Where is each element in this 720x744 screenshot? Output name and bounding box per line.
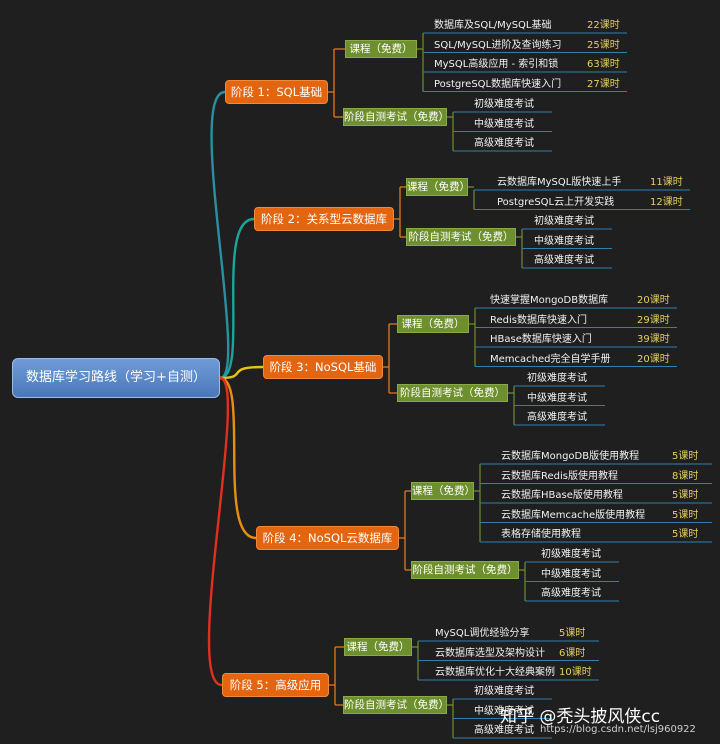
course-hours: 10课时 [559, 667, 592, 678]
root-node: 数据库学习路线（学习+自测） [12, 358, 220, 398]
course-hours: 63课时 [587, 59, 620, 70]
stage-node: 阶段 5：高级应用 [222, 673, 329, 697]
course-hours: 5课时 [672, 490, 699, 501]
course-bracket [474, 464, 481, 542]
course-category: 课程（免费） [345, 40, 417, 58]
test-name: 初级难度考试 [474, 686, 534, 697]
course-name: MySQL调优经验分享 [435, 628, 530, 639]
test-name: 中级难度考试 [534, 235, 594, 247]
test-name: 中级难度考试 [541, 568, 601, 580]
test-name: 初级难度考试 [534, 216, 594, 227]
stage-node: 阶段 3：NoSQL基础 [263, 355, 383, 379]
course-bracket [412, 641, 419, 680]
test-bracket [516, 229, 523, 268]
root-to-stage-connector [207, 376, 230, 687]
test-category: 阶段自测考试（免费） [406, 228, 516, 246]
course-category: 课程（免费） [397, 315, 469, 333]
course-hours: 22课时 [587, 20, 620, 31]
stage-node: 阶段 4：NoSQL云数据库 [256, 526, 399, 550]
test-bracket [508, 386, 515, 425]
course-hours: 8课时 [672, 470, 699, 482]
course-category: 课程（免费） [344, 638, 412, 656]
course-name: 云数据库选型及架构设计 [435, 647, 545, 659]
course-hours: 20课时 [637, 353, 670, 365]
course-hours: 5课时 [672, 529, 699, 540]
test-name: 高级难度考试 [474, 725, 534, 736]
stage-bracket [328, 48, 345, 118]
root-to-stage-connector [219, 217, 255, 380]
course-bracket [468, 186, 475, 210]
stage-bracket [383, 323, 397, 394]
course-hours: 12课时 [650, 196, 683, 208]
test-name: 高级难度考试 [474, 138, 534, 149]
course-hours: 5课时 [559, 628, 586, 639]
course-name: PostgreSQL云上开发实践 [497, 196, 615, 208]
test-name: 高级难度考试 [534, 255, 594, 266]
root-to-stage-connector [219, 365, 264, 380]
course-category: 课程（免费） [411, 482, 475, 500]
course-name: 云数据库Redis版使用教程 [501, 470, 618, 482]
course-hours: 25课时 [587, 39, 620, 51]
course-name: MySQL高级应用 - 索引和锁 [434, 59, 559, 70]
course-name: 云数据库MongoDB版使用教程 [501, 451, 640, 462]
course-name: Redis数据库快速入门 [490, 314, 587, 326]
course-name: 云数据库优化十大经典案例 [435, 667, 555, 678]
course-name: 云数据库MySQL版快速上手 [497, 177, 622, 188]
course-hours: 11课时 [650, 177, 683, 188]
test-name: 高级难度考试 [527, 412, 587, 423]
root-to-stage-connector [210, 90, 230, 380]
test-category: 阶段自测考试（免费） [397, 384, 508, 402]
watermark-url: https://blog.csdn.net/lsj960922 [540, 724, 696, 735]
test-name: 中级难度考试 [474, 118, 534, 130]
course-bracket [469, 308, 476, 367]
course-hours: 5课时 [672, 451, 699, 462]
course-name: 表格存储使用教程 [501, 529, 581, 540]
test-name: 初级难度考试 [474, 99, 534, 110]
course-name: HBase数据库快速入门 [490, 334, 592, 345]
test-name: 初级难度考试 [527, 373, 587, 384]
watermark: 知乎 @秃头披风侠cc [500, 707, 661, 727]
test-name: 高级难度考试 [541, 588, 601, 599]
stage-bracket [394, 186, 406, 238]
test-name: 中级难度考试 [527, 392, 587, 404]
course-name: 云数据库Memcache版使用教程 [501, 509, 646, 521]
course-name: 快速掌握MongoDB数据库 [490, 295, 609, 306]
course-hours: 20课时 [637, 295, 670, 306]
test-category: 阶段自测考试（免费） [343, 696, 449, 714]
test-bracket [519, 562, 526, 601]
course-hours: 39课时 [637, 334, 670, 345]
course-name: Memcached完全自学手册 [490, 353, 611, 365]
stage-bracket [329, 646, 344, 706]
root-to-stage-connector [219, 376, 257, 540]
course-hours: 29课时 [637, 314, 670, 326]
course-hours: 5课时 [672, 509, 699, 521]
test-category: 阶段自测考试（免费） [343, 108, 449, 126]
stage-bracket [399, 490, 411, 571]
test-category: 阶段自测考试（免费） [411, 561, 519, 579]
course-hours: 6课时 [559, 647, 586, 659]
course-name: 数据库及SQL/MySQL基础 [434, 20, 552, 31]
course-category: 课程（免费） [406, 178, 470, 196]
course-name: SQL/MySQL进阶及查询练习 [434, 39, 562, 51]
test-name: 中级难度考试 [474, 705, 534, 717]
stage-node: 阶段 2：关系型云数据库 [254, 207, 394, 231]
course-name: 云数据库HBase版使用教程 [501, 490, 623, 501]
course-bracket [417, 33, 424, 92]
test-name: 初级难度考试 [541, 549, 601, 560]
stage-node: 阶段 1：SQL基础 [225, 80, 328, 104]
course-name: PostgreSQL数据库快速入门 [434, 78, 562, 90]
course-hours: 27课时 [587, 78, 620, 90]
